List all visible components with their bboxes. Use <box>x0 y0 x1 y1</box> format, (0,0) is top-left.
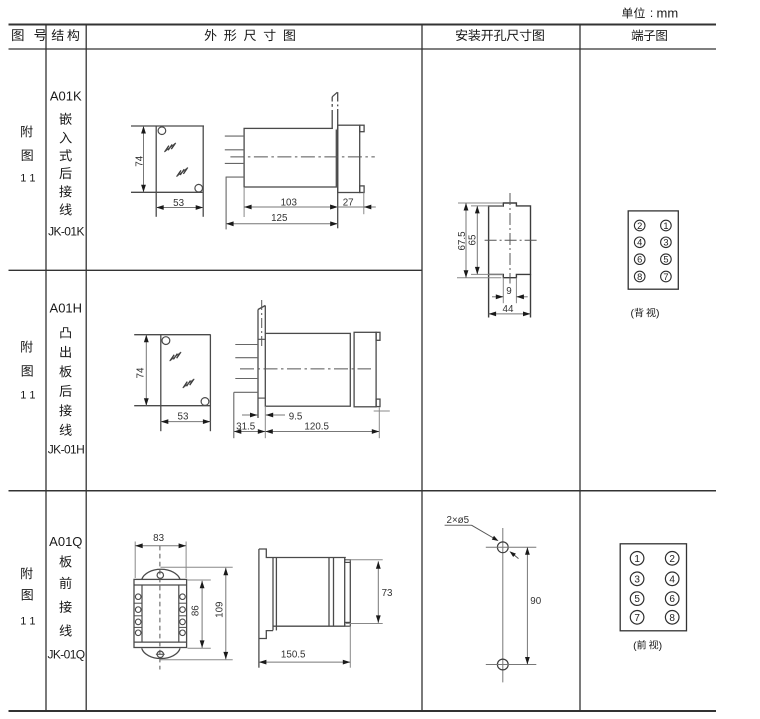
svg-text:27: 27 <box>343 198 354 209</box>
svg-text:44: 44 <box>503 304 514 315</box>
svg-text:4: 4 <box>669 574 675 585</box>
svg-text:109: 109 <box>215 602 226 618</box>
svg-text:A01Q: A01Q <box>49 534 82 549</box>
svg-text:6: 6 <box>637 255 642 265</box>
svg-text:JK-01Q: JK-01Q <box>47 648 84 662</box>
svg-text:mm: mm <box>657 6 679 21</box>
svg-text:1: 1 <box>634 554 640 565</box>
svg-text:3: 3 <box>634 574 640 585</box>
svg-text:31.5: 31.5 <box>236 421 256 432</box>
svg-text:65: 65 <box>468 234 479 245</box>
svg-text:(: ( <box>631 308 635 320</box>
svg-text:(: ( <box>633 640 637 652</box>
svg-text:): ) <box>659 640 663 652</box>
svg-text:53: 53 <box>173 198 184 209</box>
svg-text:150.5: 150.5 <box>281 650 306 661</box>
svg-text:1: 1 <box>663 221 668 231</box>
svg-text:2: 2 <box>637 221 642 231</box>
svg-text:2×ø5: 2×ø5 <box>447 515 470 526</box>
svg-text:67.5: 67.5 <box>457 231 468 251</box>
svg-text:A01K: A01K <box>50 89 82 104</box>
svg-text:JK-01H: JK-01H <box>48 443 84 457</box>
svg-text:103: 103 <box>281 198 298 209</box>
svg-text:5: 5 <box>663 255 668 265</box>
svg-text:74: 74 <box>135 367 146 378</box>
svg-text:1 1: 1 1 <box>20 172 35 184</box>
svg-text:125: 125 <box>271 213 288 224</box>
svg-text:120.5: 120.5 <box>304 421 329 432</box>
svg-text:5: 5 <box>634 594 640 605</box>
svg-text:8: 8 <box>669 613 675 624</box>
svg-text:4: 4 <box>637 238 642 248</box>
svg-text:8: 8 <box>637 272 642 282</box>
svg-text:86: 86 <box>190 605 201 616</box>
svg-text:9: 9 <box>506 286 511 297</box>
svg-text:74: 74 <box>135 155 146 166</box>
svg-text:): ) <box>656 308 660 320</box>
svg-text:7: 7 <box>634 613 640 624</box>
svg-text:1 1: 1 1 <box>20 615 35 627</box>
svg-text:7: 7 <box>663 272 668 282</box>
svg-text:90: 90 <box>530 596 541 607</box>
svg-text:6: 6 <box>669 594 675 605</box>
svg-text:9.5: 9.5 <box>289 411 303 422</box>
svg-text:73: 73 <box>382 588 393 599</box>
svg-text:2: 2 <box>669 554 675 565</box>
svg-text:3: 3 <box>663 238 668 248</box>
svg-text:JK-01K: JK-01K <box>48 224 84 238</box>
svg-text:53: 53 <box>178 411 189 422</box>
svg-text:1 1: 1 1 <box>20 389 35 401</box>
svg-text:A01H: A01H <box>50 301 83 316</box>
svg-text:83: 83 <box>153 533 164 544</box>
svg-text::: : <box>650 6 653 20</box>
